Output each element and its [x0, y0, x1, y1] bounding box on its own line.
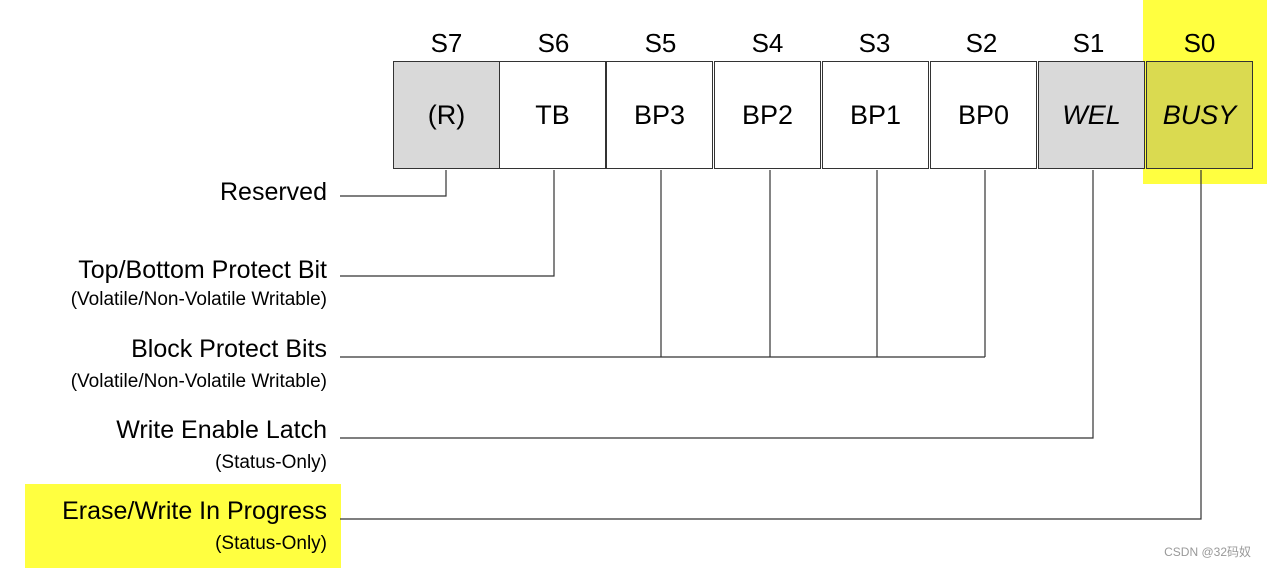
sublabel-erase-write-in-progress: (Status-Only) — [215, 533, 327, 554]
sublabel-block-protect: (Volatile/Non-Volatile Writable) — [70, 371, 327, 392]
bit-name-s7: S7 — [430, 28, 463, 58]
busy-label-highlight — [25, 484, 341, 568]
watermark: CSDN @32码奴 — [1164, 545, 1251, 559]
bit-name-s2: S2 — [965, 28, 998, 58]
bit-cell-s1: WEL — [1038, 61, 1145, 169]
bit-name-s0: S0 — [1183, 28, 1216, 58]
bit-cell-s5: BP3 — [606, 61, 713, 169]
bit-cell-s0: BUSY — [1146, 61, 1253, 169]
connector-busy — [340, 170, 1202, 520]
bit-name-s3: S3 — [858, 28, 891, 58]
bit-cell-s2: BP0 — [930, 61, 1037, 169]
bit-name-s5: S5 — [644, 28, 677, 58]
bit-cell-s6: TB — [499, 61, 606, 169]
connector-wel — [340, 170, 1094, 439]
connector-tb — [340, 170, 555, 277]
label-block-protect: Block Protect Bits — [131, 335, 327, 363]
bit-name-s6: S6 — [537, 28, 570, 58]
bit-name-s1: S1 — [1072, 28, 1105, 58]
connector-reserved — [340, 170, 447, 197]
label-reserved: Reserved — [220, 178, 327, 206]
label-erase-write-in-progress: Erase/Write In Progress — [62, 497, 327, 525]
bit-cell-s3: BP1 — [822, 61, 929, 169]
bit-cell-s4: BP2 — [714, 61, 821, 169]
label-write-enable-latch: Write Enable Latch — [116, 416, 327, 444]
sublabel-write-enable-latch: (Status-Only) — [215, 452, 327, 473]
bit-name-s4: S4 — [751, 28, 784, 58]
sublabel-top-bottom-protect: (Volatile/Non-Volatile Writable) — [70, 289, 327, 310]
label-top-bottom-protect: Top/Bottom Protect Bit — [78, 256, 327, 284]
